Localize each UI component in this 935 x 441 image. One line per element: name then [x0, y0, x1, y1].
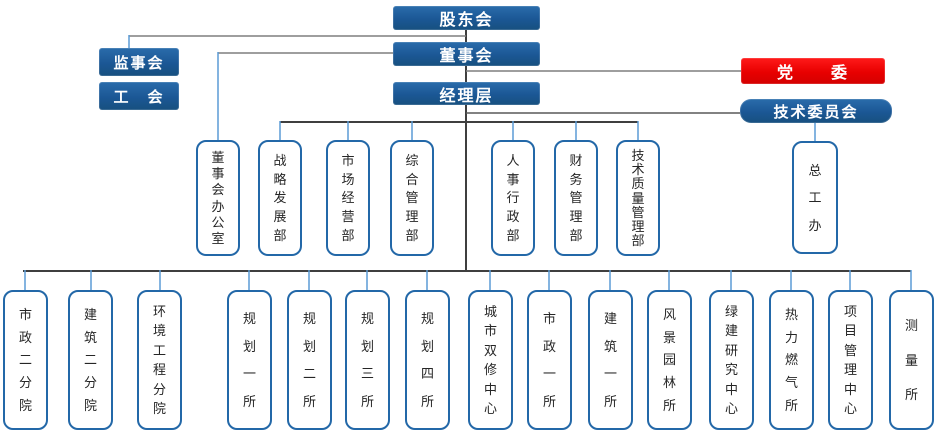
node-board-of-directors: 董事会	[393, 42, 540, 66]
institute-label: 规划三所	[360, 311, 374, 409]
dept-box-board-office: 董事会办公室	[196, 140, 240, 256]
institute-label: 环境工程分院	[152, 303, 166, 417]
dept-label: 综合管理部	[405, 152, 419, 244]
dept-label: 战略发展部	[273, 152, 287, 244]
dept-box-chief-engineer-office: 总工办	[792, 141, 838, 254]
dept-label: 技术质量管理部	[631, 148, 645, 248]
institute-label: 规划二所	[302, 311, 316, 409]
dept-box-market-operations: 市场经营部	[326, 140, 370, 256]
institute-label: 规划四所	[420, 311, 434, 409]
institute-box-architecture-1: 建筑一所	[588, 290, 633, 430]
dept-box-finance-management: 财务管理部	[554, 140, 598, 256]
institute-box-municipal-branch-2: 市政二分院	[3, 290, 48, 430]
dept-label: 总工办	[808, 162, 822, 233]
node-management-level: 经理层	[393, 82, 540, 105]
node-party-committee: 党 委	[741, 58, 885, 84]
dept-label: 财务管理部	[569, 152, 583, 244]
institute-box-survey: 测量所	[889, 290, 934, 430]
dept-box-strategic-development: 战略发展部	[258, 140, 302, 256]
institute-box-green-building-research-center: 绿建研究中心	[709, 290, 754, 430]
institute-label: 测量所	[904, 318, 918, 402]
institute-box-urban-renewal-center: 城市双修中心	[468, 290, 513, 430]
dept-box-general-management: 综合管理部	[390, 140, 434, 256]
institute-box-landscape: 风景园林所	[647, 290, 692, 430]
institute-label: 绿建研究中心	[724, 303, 738, 417]
institute-box-planning-1: 规划一所	[227, 290, 272, 430]
node-shareholders-meeting: 股东会	[393, 6, 540, 30]
institute-box-environmental-engineering-branch: 环境工程分院	[137, 290, 182, 430]
institute-box-architecture-branch-2: 建筑二分院	[68, 290, 113, 430]
institute-label: 市政一所	[542, 311, 556, 409]
institute-label: 市政二分院	[18, 306, 32, 414]
institute-label: 建筑二分院	[83, 306, 97, 414]
institute-box-thermal-gas: 热力燃气所	[769, 290, 814, 430]
institute-label: 热力燃气所	[784, 306, 798, 414]
institute-box-project-management-center: 项目管理中心	[828, 290, 873, 430]
institute-box-planning-4: 规划四所	[405, 290, 450, 430]
institute-box-municipal-1: 市政一所	[527, 290, 572, 430]
institute-label: 风景园林所	[662, 306, 676, 414]
node-technical-committee: 技术委员会	[740, 99, 892, 123]
institute-label: 城市双修中心	[483, 303, 497, 417]
node-supervisory-board: 监事会	[99, 48, 179, 76]
institute-label: 规划一所	[242, 311, 256, 409]
dept-label: 市场经营部	[341, 152, 355, 244]
institute-box-planning-2: 规划二所	[287, 290, 332, 430]
institute-label: 建筑一所	[603, 311, 617, 409]
institute-box-planning-3: 规划三所	[345, 290, 390, 430]
node-labor-union: 工 会	[99, 82, 179, 110]
dept-label: 董事会办公室	[211, 150, 225, 246]
dept-box-hr-administration: 人事行政部	[491, 140, 535, 256]
dept-box-tech-quality-management: 技术质量管理部	[616, 140, 660, 256]
dept-label: 人事行政部	[506, 152, 520, 244]
institute-label: 项目管理中心	[843, 303, 857, 417]
